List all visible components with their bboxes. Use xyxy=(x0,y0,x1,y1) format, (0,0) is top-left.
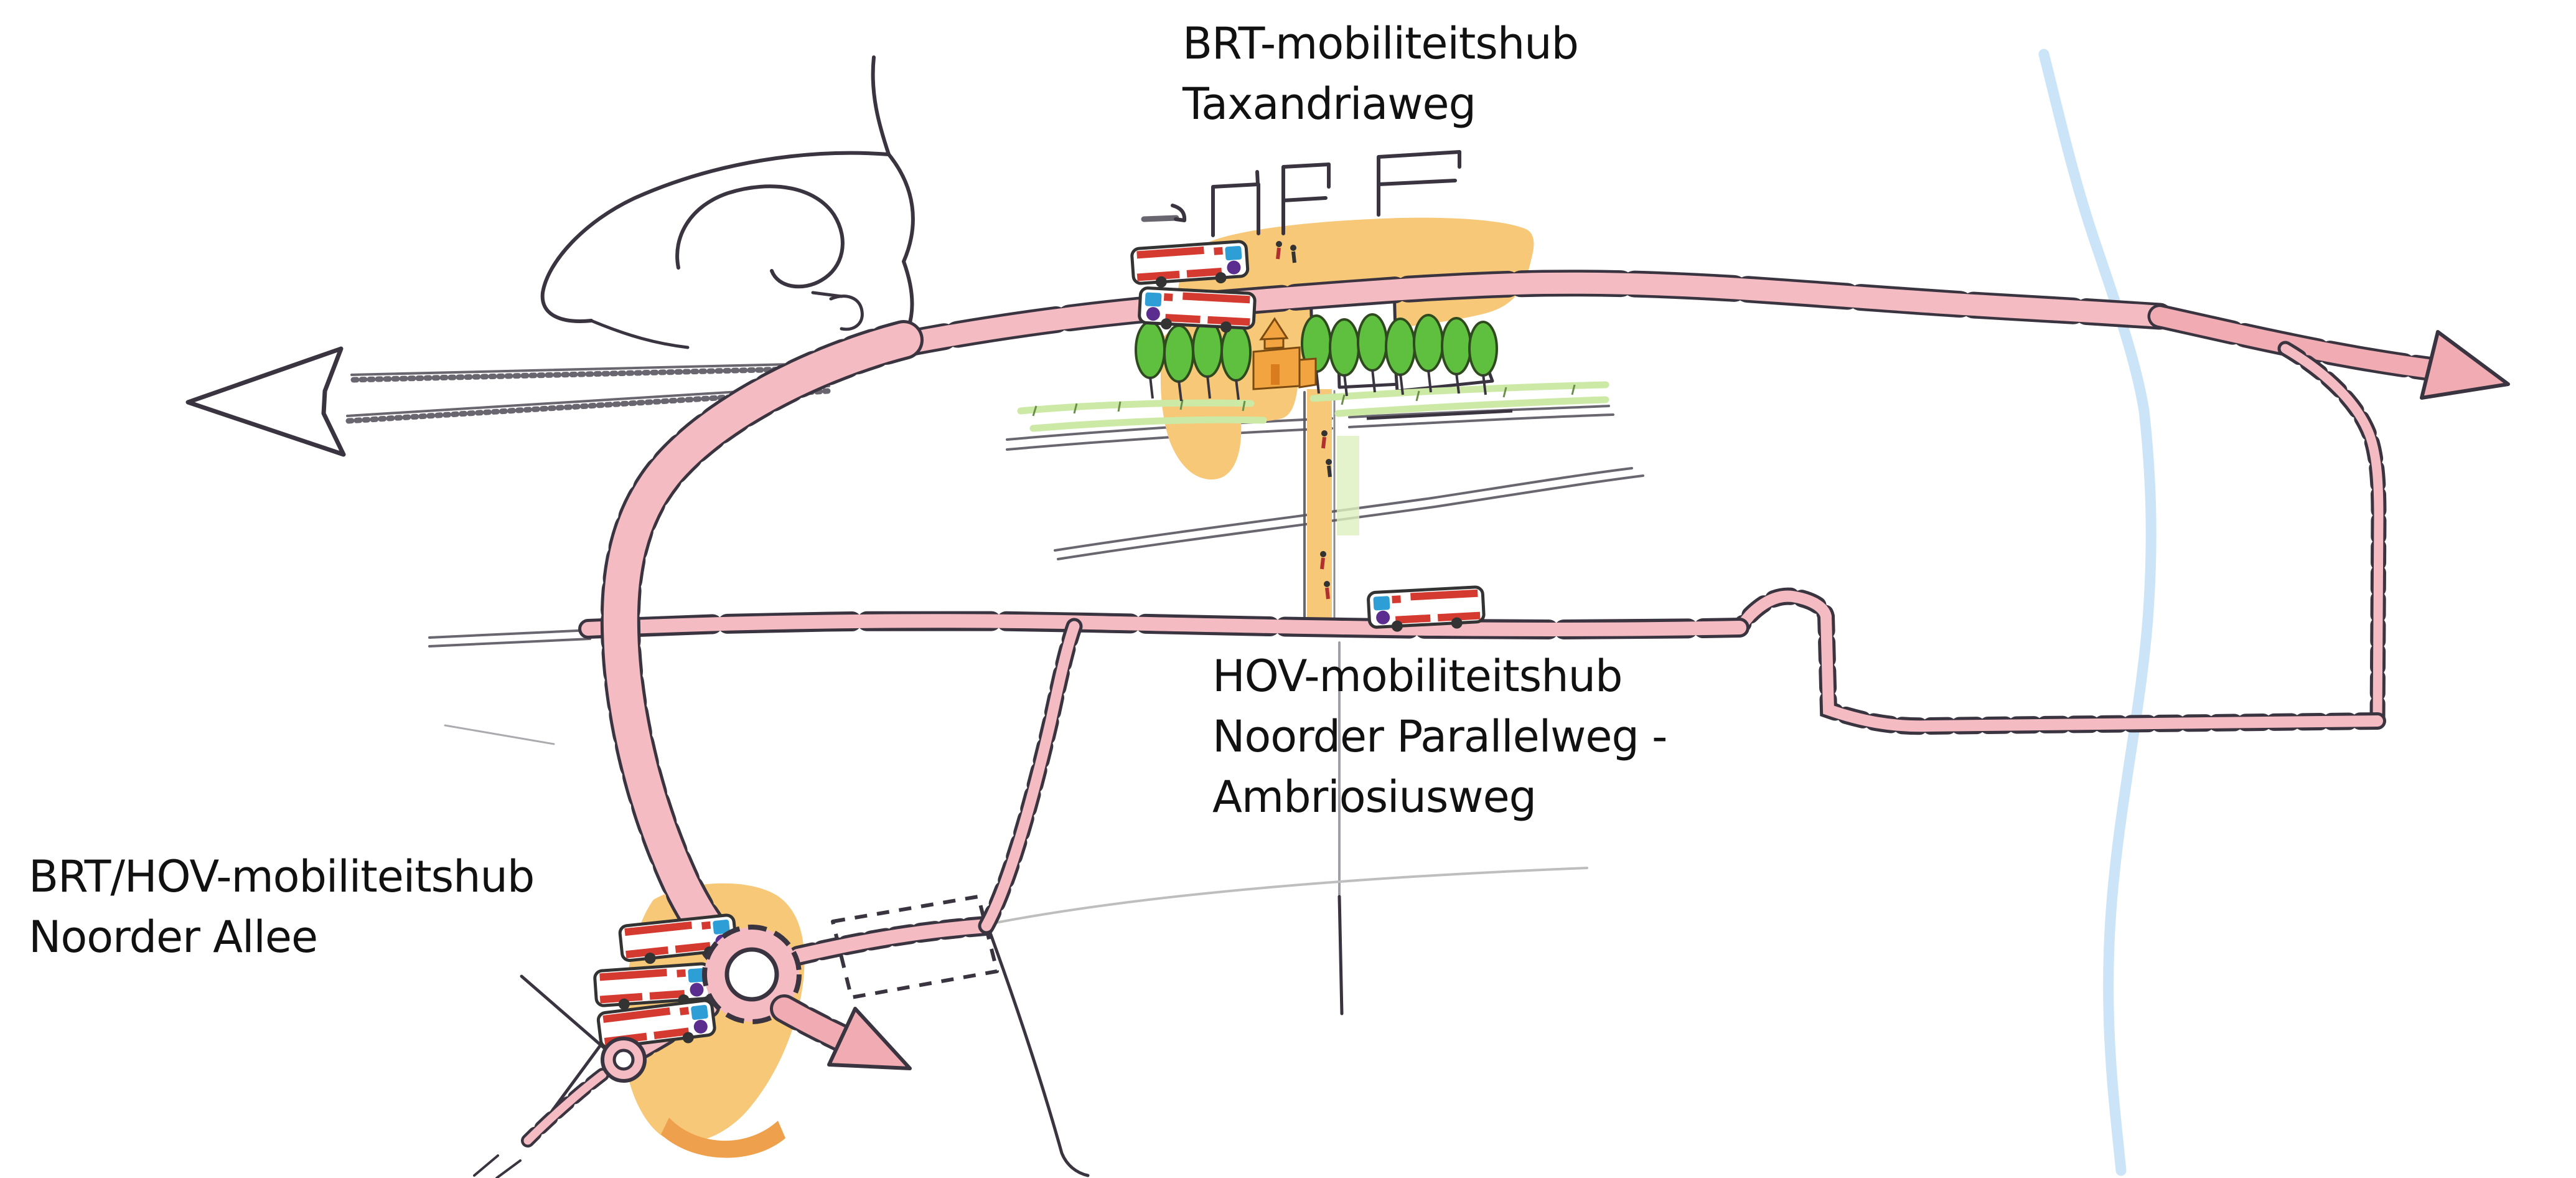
local-road-lower xyxy=(1054,467,1644,560)
route-east-loop xyxy=(1731,587,2386,735)
label-brt-taxandriaweg: BRT-mobiliteitshub Taxandriaweg xyxy=(1183,14,1579,134)
ambrosiusweg-road xyxy=(1337,641,1344,1015)
label-brt-hov-noorder-allee: BRT/HOV-mobiliteitshub Noorder Allee xyxy=(29,847,535,968)
tree-icon xyxy=(1220,323,1252,400)
tree-row xyxy=(1135,313,1498,402)
buildings-north-cluster xyxy=(1211,150,1461,237)
west-direction-arrow xyxy=(185,346,346,457)
south-diagonal-road xyxy=(986,926,1090,1177)
pedestrian-icon xyxy=(1321,430,1328,449)
parking-area-outline xyxy=(831,895,999,999)
grass-strip xyxy=(1017,381,1609,432)
chapel-icon xyxy=(1252,317,1317,390)
pedestrian-icon xyxy=(1276,241,1282,260)
brt-route-noorder-allee-curve xyxy=(600,320,924,994)
label-line: Ambriosiusweg xyxy=(1212,771,1537,822)
hub-footpath xyxy=(1303,389,1359,626)
tree-icon xyxy=(1441,317,1472,394)
tree-icon xyxy=(1468,321,1498,395)
label-line: Taxandriaweg xyxy=(1183,78,1476,130)
faint-east-road xyxy=(995,867,1588,924)
pedestrian-icon xyxy=(1326,459,1332,478)
label-line: BRT-mobiliteitshub xyxy=(1183,18,1579,69)
label-line: Noorder Allee xyxy=(29,912,318,963)
label-line: Noorder Parallelweg - xyxy=(1212,711,1667,762)
tree-icon xyxy=(1135,321,1166,399)
brt-route-top-road xyxy=(833,270,2173,370)
pedestrian-icon xyxy=(1320,551,1326,570)
green-strip xyxy=(1337,436,1359,535)
river-line xyxy=(2038,49,2157,1176)
label-line: BRT/HOV-mobiliteitshub xyxy=(29,851,535,902)
label-line: HOV-mobiliteitshub xyxy=(1212,651,1623,702)
route-connector-branch xyxy=(788,618,1083,966)
route-arrow-southeast-icon xyxy=(827,1007,912,1070)
middle-road-west-stub xyxy=(428,629,591,745)
route-east-split xyxy=(2147,304,2510,729)
route-arrow-southeast xyxy=(770,994,912,1070)
pedestrian-icon xyxy=(1324,581,1330,600)
pedestrian-icon xyxy=(1290,245,1296,263)
roundabout-small xyxy=(601,1037,647,1083)
small-arrow-icon xyxy=(1141,204,1187,222)
interchange-doodle xyxy=(540,55,915,349)
hov-route-parallelweg xyxy=(578,611,1749,639)
label-hov-noorder-parallelweg: HOV-mobiliteitshub Noorder Parallelweg -… xyxy=(1212,646,1667,827)
route-arrow-east-icon xyxy=(2420,330,2510,400)
